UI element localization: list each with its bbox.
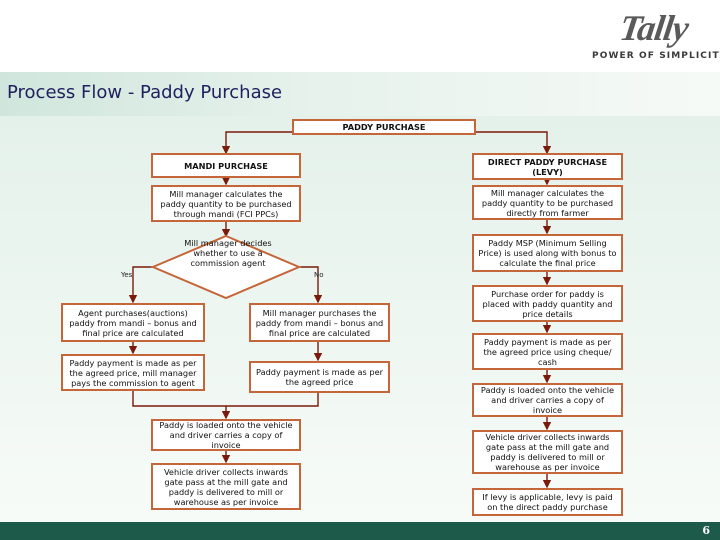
paddy-purchase-root: PADDY PURCHASE (292, 119, 476, 135)
title-band: Process Flow - Paddy Purchase (0, 72, 720, 116)
page-number: 6 (702, 524, 710, 537)
connector-no-branch (299, 266, 323, 304)
mandi-loaded-step: Paddy is loaded onto the vehicle and dri… (151, 419, 301, 451)
process-flow-diagram: PADDY PURCHASE MANDI PURCHASE Mill manag… (0, 116, 720, 522)
tally-logo: Tally POWER OF SIMPLICITY (590, 6, 720, 66)
direct-calc-step: Mill manager calculates the paddy quanti… (472, 185, 623, 220)
yes-branch-label: Yes (121, 271, 133, 279)
flow-connectors (128, 131, 552, 489)
connector-yes-branch (128, 266, 153, 304)
agent-purchase-step: Agent purchases(auctions) paddy from man… (61, 303, 205, 342)
connector-root-to-mandi (221, 131, 292, 155)
purchase-order-step: Purchase order for paddy is placed with … (472, 285, 623, 322)
direct-purchase-header: DIRECT PADDY PURCHASE (LEVY) (472, 153, 623, 180)
mandi-calc-step: Mill manager calculates the paddy quanti… (151, 185, 301, 222)
logo-wordmark: Tally (617, 8, 691, 48)
levy-payment-step: If levy is applicable, levy is paid on t… (472, 488, 623, 516)
logo-tagline: POWER OF SIMPLICITY (592, 51, 720, 61)
footer-bar: 6 (0, 522, 720, 540)
mandi-purchase-header: MANDI PURCHASE (151, 153, 301, 178)
connector-payments-merge (132, 391, 319, 418)
self-purchase-step: Mill manager purchases the paddy from ma… (249, 303, 390, 342)
agent-payment-step: Paddy payment is made as per the agreed … (61, 354, 205, 391)
mandi-delivered-step: Vehicle driver collects inwards gate pas… (151, 463, 301, 510)
page-title: Process Flow - Paddy Purchase (7, 82, 283, 103)
direct-payment-step: Paddy payment is made as per the agreed … (472, 333, 623, 370)
msp-pricing-step: Paddy MSP (Minimum Selling Price) is use… (472, 234, 623, 272)
direct-gatepass-step: Vehicle driver collects inwards gate pas… (472, 430, 623, 474)
connector-root-to-direct (476, 131, 552, 155)
direct-loaded-step: Paddy is loaded onto the vehicle and dri… (472, 383, 623, 417)
commission-agent-decision: Mill manager decides whether to use a co… (184, 238, 272, 268)
decision-diamond (150, 234, 302, 300)
no-branch-label: No (314, 271, 324, 279)
self-payment-step: Paddy payment is made as per the agreed … (249, 361, 390, 393)
